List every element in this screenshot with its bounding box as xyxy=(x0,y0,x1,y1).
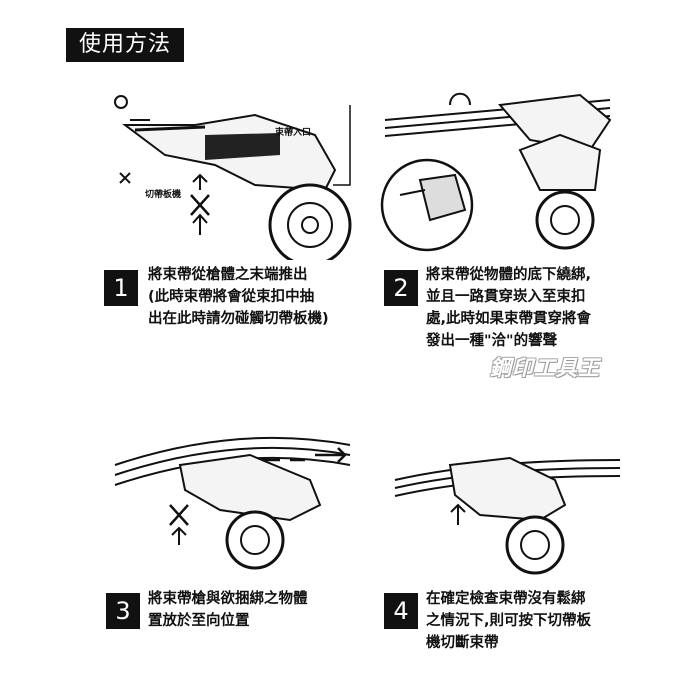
illustration-step-4 xyxy=(394,456,621,575)
step-1-text: 將束帶從槍體之末端推出 (此時束帶將會從束扣中抽 出在此時請勿碰觸切帶板機) xyxy=(148,264,329,330)
step-2-text: 將束帶從物體的底下繞綁, 並且一路貫穿崁入至束扣 處,此時如果束帶貫穿將會 發出… xyxy=(426,264,591,352)
step-4-line-2: 之情況下,則可按下切帶板 xyxy=(426,613,592,629)
step-3-number: 3 xyxy=(106,593,140,629)
step-3-text: 將束帶槍與欲捆綁之物體 置放於至向位置 xyxy=(148,588,308,632)
label-inlet: 束帶入口 xyxy=(275,128,312,138)
watermark: 鋼印工具王 xyxy=(490,356,600,380)
label-cutter: 切帶板機 xyxy=(145,190,182,200)
illustration-step-2 xyxy=(380,92,612,252)
page-title: 使用方法 xyxy=(66,28,184,62)
step-4-number: 4 xyxy=(384,593,418,629)
step-1-number: 1 xyxy=(104,270,138,306)
step-2-line-2: 並且一路貫穿崁入至束扣 xyxy=(426,289,586,305)
step-2-number: 2 xyxy=(384,270,418,306)
step-4-text: 在確定檢查束帶沒有鬆綁 之情況下,則可按下切帶板 機切斷束帶 xyxy=(426,588,591,654)
step-2-line-4: 發出一種"洽"的響聲 xyxy=(426,333,558,349)
step-1-line-2: (此時束帶將會從束扣中抽 xyxy=(148,289,315,305)
step-1-line-3: 出在此時請勿碰觸切帶板機) xyxy=(148,311,329,327)
illustration-step-3 xyxy=(114,436,351,570)
step-3-line-1: 將束帶槍與欲捆綁之物體 xyxy=(148,591,308,607)
step-1-line-1: 將束帶從槍體之末端推出 xyxy=(148,267,308,283)
step-2-line-1: 將束帶從物體的底下繞綁, xyxy=(426,267,592,283)
step-3-line-2: 置放於至向位置 xyxy=(148,613,250,629)
illustration-step-1 xyxy=(114,95,352,260)
step-4-line-1: 在確定檢查束帶沒有鬆綁 xyxy=(426,591,586,607)
step-2-line-3: 處,此時如果束帶貫穿將會 xyxy=(426,311,592,327)
step-4-line-3: 機切斷束帶 xyxy=(426,635,499,651)
